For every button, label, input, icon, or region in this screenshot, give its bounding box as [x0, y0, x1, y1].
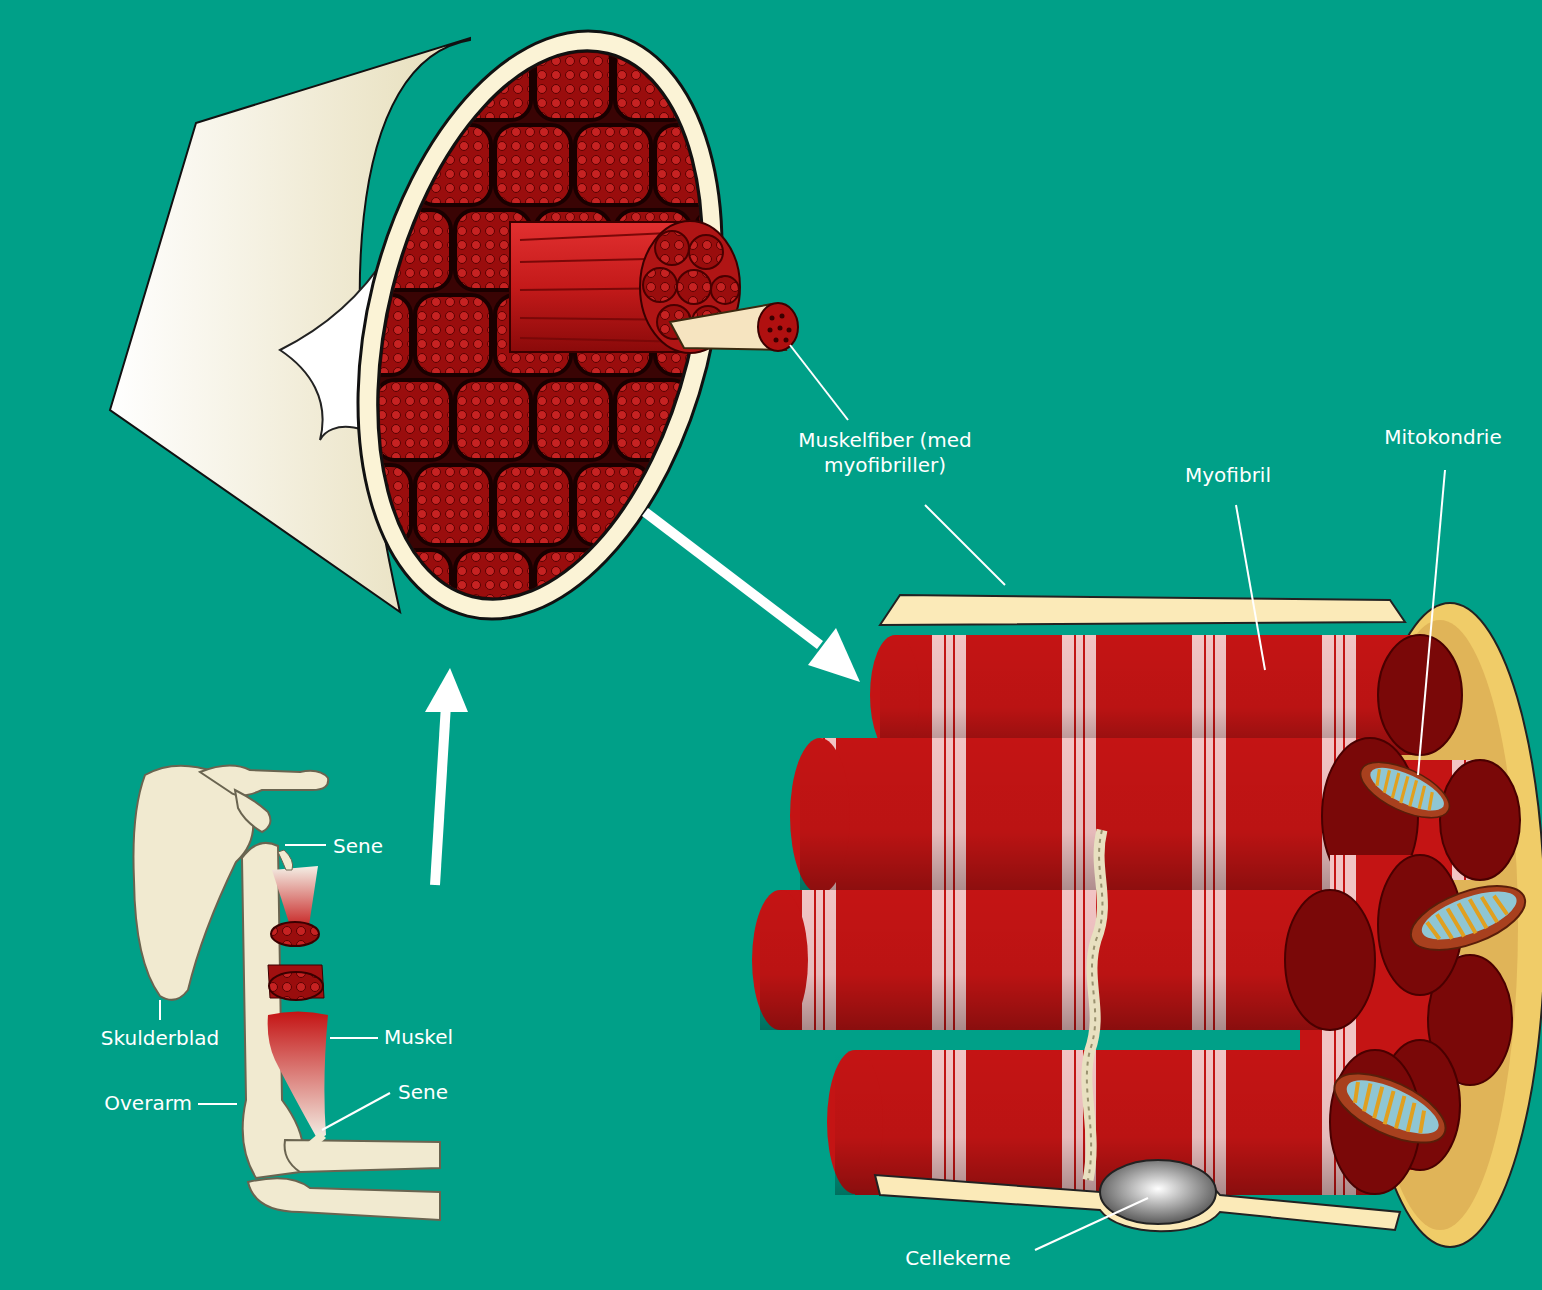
leader-lines: [160, 345, 1445, 1250]
part-label: Myofibril: [1185, 463, 1271, 488]
biceps-muscle: [268, 850, 328, 1150]
part-label: Cellekerne: [905, 1246, 1011, 1271]
part-label: Sene: [398, 1080, 448, 1105]
part-label: Sene: [333, 834, 383, 859]
arm-skeleton: [133, 765, 440, 1220]
part-label: Mitokondrie: [1384, 425, 1501, 450]
part-label: Overarm: [104, 1091, 192, 1116]
muscle-fiber-detail: [752, 595, 1542, 1247]
part-label: Muskelfiber (med myofibriller): [770, 428, 1000, 478]
part-label: Skulderblad: [101, 1026, 219, 1051]
part-label: Muskel: [384, 1025, 453, 1050]
muscle-cross-section: [110, 0, 798, 658]
